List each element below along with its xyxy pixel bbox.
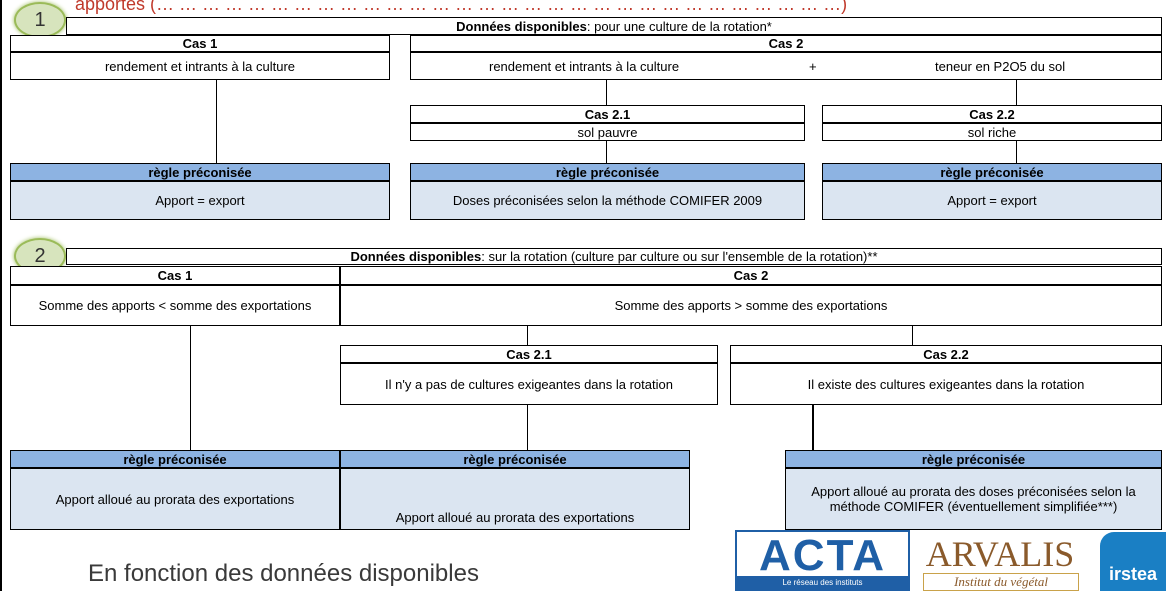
connector xyxy=(812,405,814,450)
s2-cas1-title: Cas 1 xyxy=(10,266,340,285)
s2-cas22-rule-title: règle préconisée xyxy=(785,450,1162,468)
s1-cas1-rule-text: Apport = export xyxy=(10,181,390,220)
s2-cas21-title: Cas 2.1 xyxy=(340,345,718,363)
s2-cas22-desc: Il existe des cultures exigeantes dans l… xyxy=(730,363,1162,405)
section-2-header-rest: : sur la rotation (culture par culture o… xyxy=(481,249,878,264)
s1-cas22-rule-title: règle préconisée xyxy=(822,163,1162,181)
connector xyxy=(216,80,217,163)
s2-cas2-desc: Somme des apports > somme des exportatio… xyxy=(340,285,1162,326)
connector xyxy=(190,326,191,450)
s1-cas2-plus: + xyxy=(809,58,817,74)
s1-cas2-desc: rendement et intrants à la culture + ten… xyxy=(410,52,1162,80)
s1-cas21-rule-text: Doses préconisées selon la méthode COMIF… xyxy=(410,181,805,220)
acta-logo-subtext: Le réseau des instituts xyxy=(737,576,908,589)
irstea-logo: irstea xyxy=(1100,532,1166,591)
s2-cas21-rule-title: règle préconisée xyxy=(340,450,690,468)
section-1-header-bold: Données disponibles xyxy=(456,18,587,34)
connector xyxy=(606,141,607,163)
section-2-header-bold: Données disponibles xyxy=(350,249,482,264)
connector xyxy=(1016,141,1017,163)
s1-cas21-title: Cas 2.1 xyxy=(410,105,805,123)
acta-logo-text: ACTA xyxy=(759,531,886,580)
page-title: apportés (… … … … … … … … … … … … … … … … xyxy=(75,0,848,14)
section-1-header-rest: : pour une culture de la rotation* xyxy=(586,18,772,34)
s2-cas21-rule-text: Apport alloué au prorata des exportation… xyxy=(340,468,690,530)
s2-cas1-rule-title: règle préconisée xyxy=(10,450,340,468)
s1-cas22-rule-text: Apport = export xyxy=(822,181,1162,220)
arvalis-logo: ARVALIS Institut du végétal xyxy=(915,530,1085,591)
s1-cas21-rule-title: règle préconisée xyxy=(410,163,805,181)
arvalis-logo-subtext: Institut du végétal xyxy=(923,573,1079,591)
connector xyxy=(527,405,528,450)
s1-cas1-desc: rendement et intrants à la culture xyxy=(10,52,390,80)
irstea-logo-text: irstea xyxy=(1108,564,1158,584)
s1-cas22-desc: sol riche xyxy=(822,123,1162,141)
arvalis-logo-text: ARVALIS xyxy=(925,534,1075,574)
s1-cas2-desc-left: rendement et intrants à la culture xyxy=(489,58,680,74)
left-border xyxy=(0,0,2,591)
s1-cas2-title: Cas 2 xyxy=(410,35,1162,52)
connector xyxy=(606,80,607,105)
s2-cas22-rule-text: Apport alloué au prorata des doses préco… xyxy=(785,468,1162,530)
bottom-caption: En fonction des données disponibles xyxy=(88,560,479,587)
section-2-header: Données disponibles : sur la rotation (c… xyxy=(66,248,1162,265)
section-1-badge: 1 xyxy=(14,2,66,38)
acta-logo: ACTA Le réseau des instituts xyxy=(735,530,910,591)
s2-cas1-desc: Somme des apports < somme des exportatio… xyxy=(10,285,340,326)
connector xyxy=(912,326,913,345)
s1-cas1-rule-title: règle préconisée xyxy=(10,163,390,181)
s2-cas21-desc: Il n'y a pas de cultures exigeantes dans… xyxy=(340,363,718,405)
s2-cas2-title: Cas 2 xyxy=(340,266,1162,285)
s1-cas1-title: Cas 1 xyxy=(10,35,390,52)
connector xyxy=(1016,80,1017,105)
s2-cas22-title: Cas 2.2 xyxy=(730,345,1162,363)
s1-cas2-desc-right: teneur en P2O5 du sol xyxy=(935,58,1066,74)
s2-cas1-rule-text: Apport alloué au prorata des exportation… xyxy=(10,468,340,530)
section-1-header: Données disponibles : pour une culture d… xyxy=(66,17,1162,35)
connector xyxy=(527,326,528,345)
s1-cas22-title: Cas 2.2 xyxy=(822,105,1162,123)
s1-cas21-desc: sol pauvre xyxy=(410,123,805,141)
